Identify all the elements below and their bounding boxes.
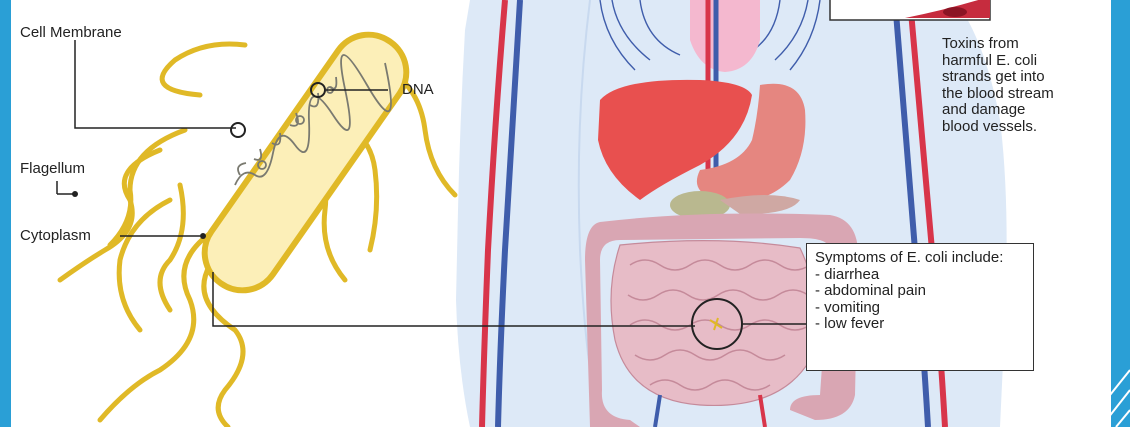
toxins-note-line: strands get into bbox=[942, 69, 1054, 86]
frame-decoration bbox=[1102, 370, 1130, 427]
dna-label: DNA bbox=[402, 81, 434, 98]
flagellum-marker bbox=[72, 191, 78, 197]
toxins-note-line: blood vessels. bbox=[942, 119, 1054, 136]
blood-vessel-inset bbox=[830, 0, 990, 20]
symptom-item: vomiting bbox=[815, 300, 1025, 317]
toxins-note-line: Toxins from bbox=[942, 36, 1054, 53]
symptoms-box: Symptoms of E. coli include: diarrhea ab… bbox=[806, 243, 1034, 371]
symptoms-heading: Symptoms of E. coli include: bbox=[815, 250, 1025, 267]
toxins-note-line: the blood stream bbox=[942, 86, 1054, 103]
toxins-note-line: harmful E. coli bbox=[942, 53, 1054, 70]
flagellum-label: Flagellum bbox=[20, 160, 85, 177]
bacterium-body bbox=[190, 20, 421, 305]
cytoplasm-marker bbox=[200, 233, 206, 239]
toxins-note: Toxins from harmful E. coli strands get … bbox=[942, 36, 1054, 135]
toxins-note-line: and damage bbox=[942, 102, 1054, 119]
cytoplasm-label: Cytoplasm bbox=[20, 227, 91, 244]
membrane-marker bbox=[231, 123, 245, 137]
symptom-item: abdominal pain bbox=[815, 283, 1025, 300]
symptoms-list: diarrhea abdominal pain vomiting low fev… bbox=[815, 267, 1025, 333]
symptom-item: diarrhea bbox=[815, 267, 1025, 284]
cell-membrane-label: Cell Membrane bbox=[20, 24, 122, 41]
symptom-item: low fever bbox=[815, 316, 1025, 333]
